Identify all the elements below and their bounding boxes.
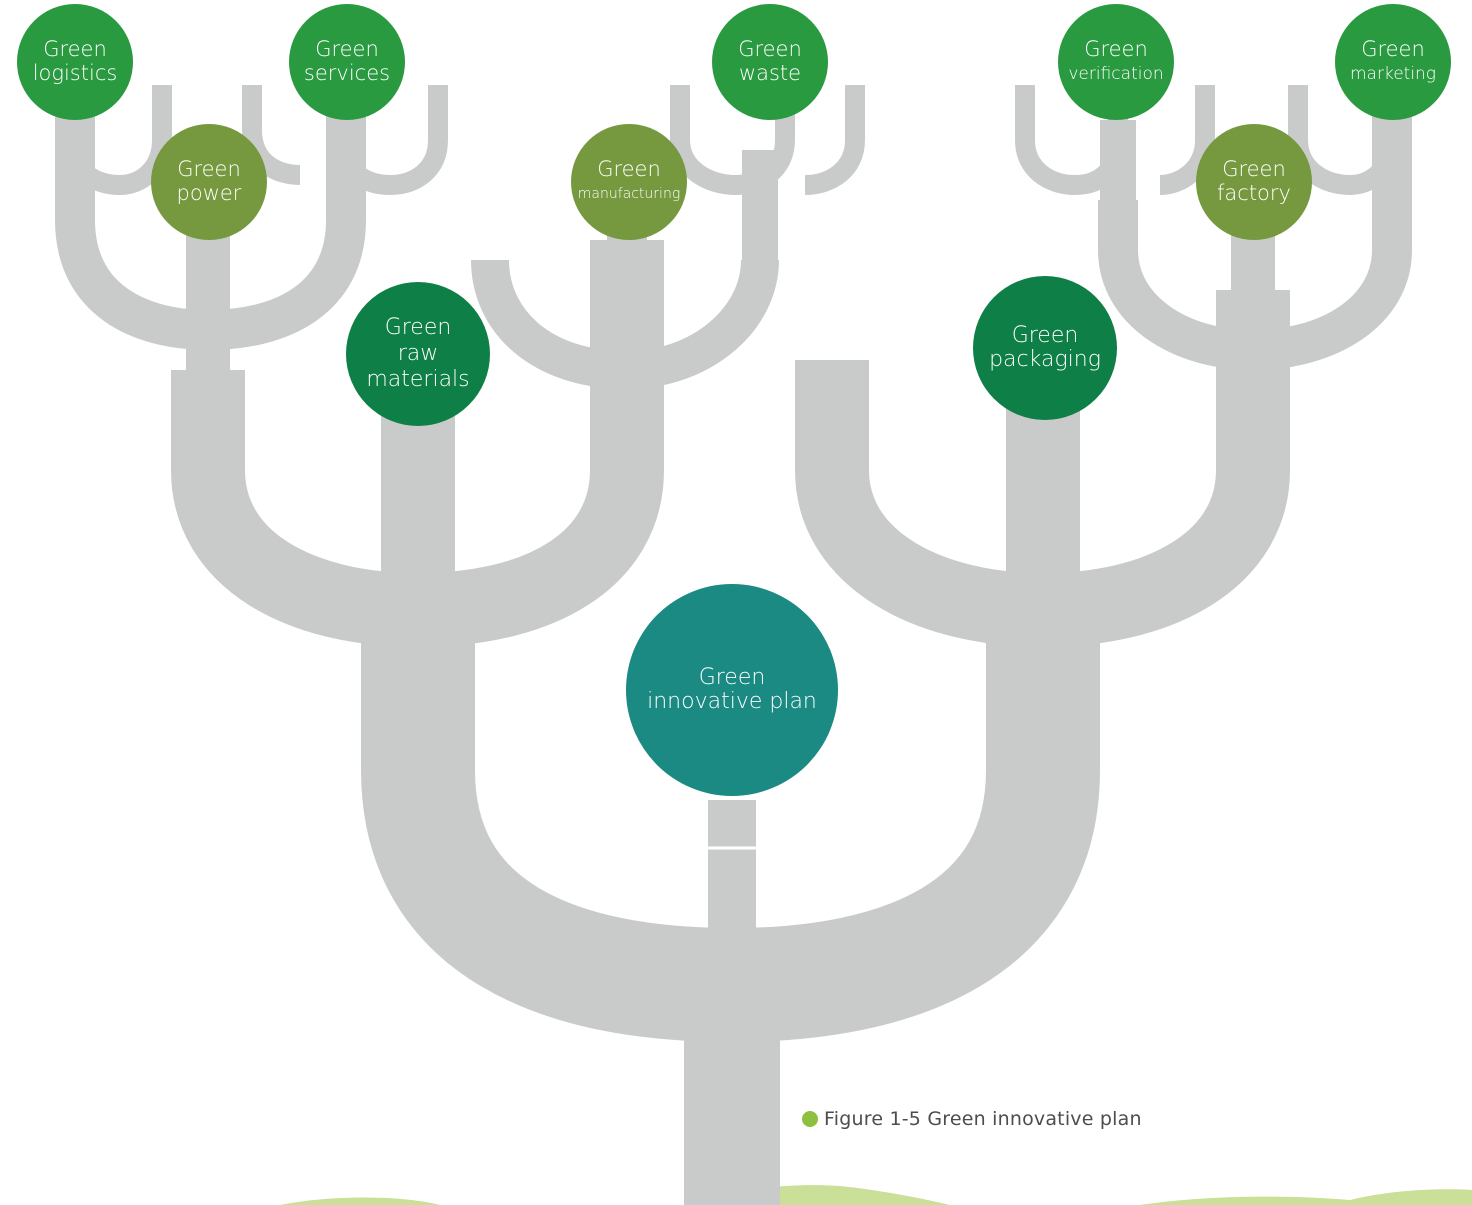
green-marketing-circle: [1335, 4, 1451, 120]
green-logistics-label-line: logistics: [33, 61, 118, 85]
green-logistics-circle: [17, 4, 133, 120]
green-factory-label-line: Green: [1222, 157, 1286, 181]
green-waste-label-line: waste: [739, 61, 801, 85]
green-packaging-label-line: Green: [1012, 323, 1079, 348]
green-verification-label-line: Green: [1084, 37, 1148, 61]
green-power-label-line: Green: [177, 157, 241, 181]
green-raw-materials-label-line: Green: [385, 315, 452, 340]
green-power-label-line: power: [177, 181, 242, 205]
green-verification-circle: [1058, 4, 1174, 120]
green-services-circle: [289, 4, 405, 120]
green-packaging-label-line: packaging: [989, 347, 1101, 372]
green-marketing-node: Green marketing: [1335, 4, 1451, 120]
green-verification-label-line: verification: [1068, 64, 1163, 84]
green-manufacturing-label-line: manufacturing: [578, 186, 680, 202]
green-raw-materials-circle: [346, 282, 490, 426]
green-raw-materials-label-line: materials: [366, 367, 469, 392]
green-waste-circle: [712, 4, 828, 120]
green-manufacturing-circle: [571, 124, 687, 240]
green-waste-label-line: Green: [738, 37, 802, 61]
green-verification-node: Green verification: [1058, 4, 1174, 120]
green-factory-label-line: factory: [1217, 181, 1291, 205]
green-innovative-plan-label-line: innovative plan: [647, 689, 817, 714]
green-manufacturing-label-line: Green: [597, 157, 661, 181]
green-packaging-circle: [973, 276, 1117, 420]
green-innovative-plan-circle: [626, 584, 838, 796]
green-services-label-line: services: [304, 61, 390, 85]
green-services-label-line: Green: [315, 37, 379, 61]
green-raw-materials-label-line: raw: [398, 341, 439, 366]
bullet-dot-icon: [802, 1111, 818, 1127]
tree-branches: [55, 85, 1412, 1205]
ground-hills: [280, 1185, 1472, 1205]
green-logistics-label-line: Green: [43, 37, 107, 61]
stem-joint: [706, 800, 758, 850]
green-power-circle: [151, 124, 267, 240]
green-marketing-label-line: marketing: [1350, 64, 1436, 84]
green-innovative-plan-label-line: Green: [699, 665, 766, 690]
green-marketing-label-line: Green: [1361, 37, 1425, 61]
figure-caption-text: Figure 1-5 Green innovative plan: [824, 1108, 1142, 1130]
green-manufacturing-node: Green manufacturing: [571, 124, 687, 240]
green-factory-circle: [1196, 124, 1312, 240]
nodes-layer: GreenlogisticsGreenservicesGreenpowerGre…: [17, 4, 1451, 796]
figure-caption: Figure 1-5 Green innovative plan: [802, 1108, 1142, 1130]
